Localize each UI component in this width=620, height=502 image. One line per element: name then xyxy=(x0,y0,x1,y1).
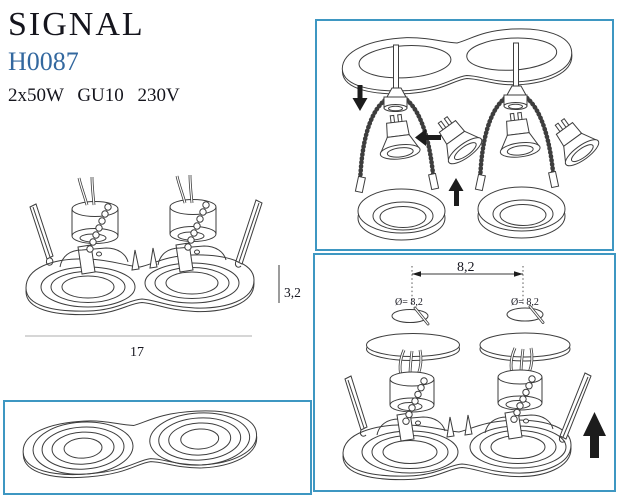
product-code: H0087 xyxy=(8,47,79,77)
ceiling-plate-hole-right xyxy=(466,37,558,71)
hole-left-label: Ø= 8,2 xyxy=(395,297,423,308)
hole-right-label: Ø= 8,2 xyxy=(511,297,539,308)
mount-install-svg: 8,2 Ø= 8,2 Ø= 8,2 xyxy=(342,260,606,481)
spring-clip-right xyxy=(235,199,263,268)
ceiling-plate xyxy=(341,28,573,95)
width-dimension: 17 xyxy=(25,335,252,360)
gimbal-arms xyxy=(376,410,554,442)
fixture-top-view xyxy=(22,410,258,478)
spacing-dimension: 8,2 xyxy=(411,260,524,304)
product-title: SIGNAL xyxy=(8,6,145,43)
mount-install-panel: 8,2 Ø= 8,2 Ø= 8,2 xyxy=(313,253,616,492)
ceiling-cutout-right xyxy=(479,332,571,362)
bulb-install-panel xyxy=(315,19,614,251)
top-view-svg xyxy=(22,410,258,478)
ceiling-cutout-left xyxy=(366,333,460,361)
supply-wires xyxy=(77,174,194,206)
top-view-rings-right xyxy=(149,412,251,466)
mounting-tabs xyxy=(131,247,158,271)
ceiling-plate-hole-left xyxy=(358,45,452,79)
top-view-panel xyxy=(3,400,312,495)
mounting-tabs xyxy=(446,414,473,438)
left-arrow-icon xyxy=(415,129,441,146)
spring-clip-right xyxy=(559,372,592,443)
coil-spring-right xyxy=(184,201,210,251)
top-view-rings-left xyxy=(32,421,134,475)
hole-diameter-left: Ø= 8,2 xyxy=(391,297,430,326)
product-specs: 2x50W GU10 230V xyxy=(8,84,180,106)
width-dim-label: 17 xyxy=(130,345,144,360)
spring-clip-left xyxy=(29,203,54,266)
up-arrow-large-icon xyxy=(583,412,606,458)
spring-clip-left xyxy=(344,375,368,437)
coil-spring-left xyxy=(86,203,112,253)
spacing-dim-label: 8,2 xyxy=(457,260,475,275)
bulb-install-svg xyxy=(341,28,603,249)
height-dim-label: 3,2 xyxy=(284,285,301,300)
fixture-side-view-drawing: 3,2 17 xyxy=(0,150,310,365)
product-header: SIGNAL H0087 2x50W GU10 230V xyxy=(8,6,180,107)
height-dimension: 3,2 xyxy=(278,265,301,303)
hole-diameter-right: Ø= 8,2 xyxy=(506,297,545,324)
trim-plate xyxy=(25,254,255,316)
trim-plate xyxy=(342,419,572,481)
up-arrow-icon xyxy=(448,178,464,206)
down-arrow-icon xyxy=(352,85,368,111)
side-view-svg: 3,2 17 xyxy=(25,174,301,360)
